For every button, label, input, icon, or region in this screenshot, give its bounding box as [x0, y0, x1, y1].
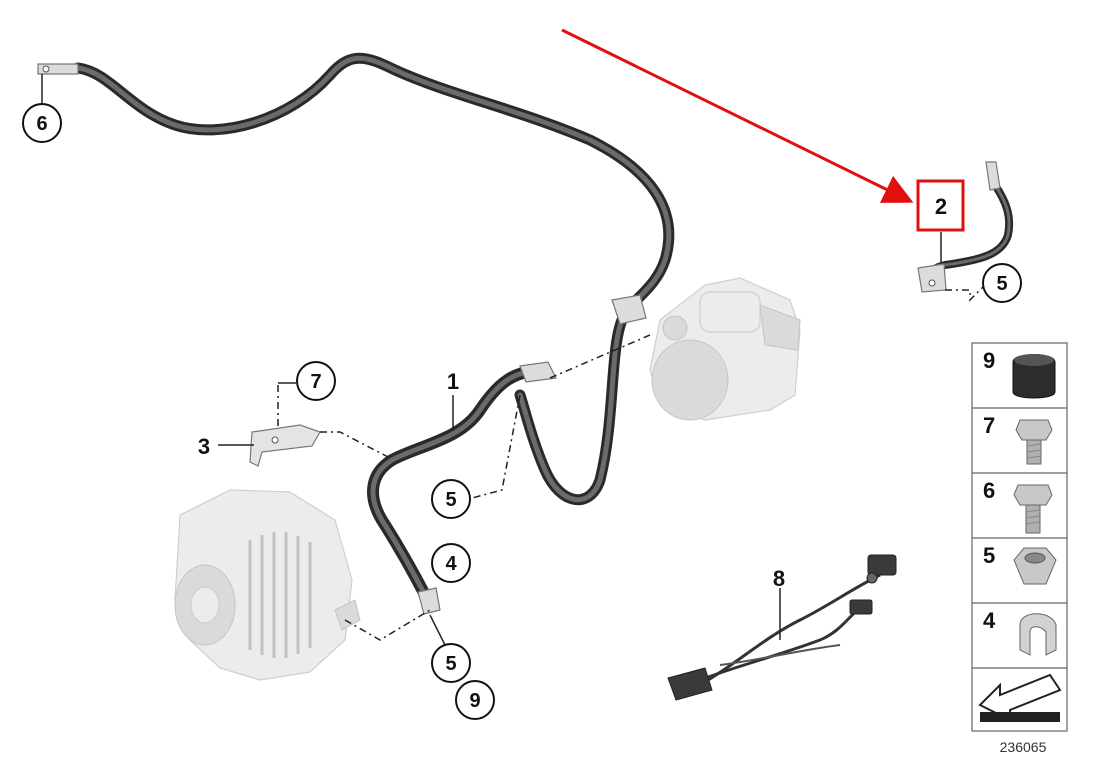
bolt-icon: [1015, 419, 1053, 465]
legend-num-7: 7: [983, 413, 995, 438]
callout-2: 2: [935, 194, 947, 219]
svg-text:2: 2: [935, 194, 947, 219]
legend-num-9: 9: [983, 348, 995, 373]
callout-8: 8: [773, 566, 785, 591]
svg-text:1: 1: [447, 369, 459, 394]
svg-text:9: 9: [469, 690, 480, 712]
cap-icon: [1012, 354, 1056, 399]
diagram-number: 236065: [1000, 739, 1047, 755]
callout-5-bottom: 5: [431, 643, 471, 683]
svg-text:5: 5: [445, 489, 456, 511]
legend-num-6: 6: [983, 478, 995, 503]
legend-num-4: 4: [983, 608, 996, 633]
svg-text:5: 5: [996, 273, 1007, 295]
svg-text:4: 4: [445, 553, 457, 575]
starter-cable-1: [367, 294, 647, 615]
svg-text:8: 8: [773, 566, 785, 591]
battery-cable-6: [37, 52, 675, 506]
starter-motor: [649, 277, 801, 421]
bolt-icon: [1013, 484, 1053, 534]
hex-nut-icon: [1013, 547, 1057, 585]
alternator: [174, 489, 361, 681]
callout-1: 1: [447, 369, 459, 394]
parts-legend: 9 7 6 5 4: [971, 342, 1068, 732]
callout-9: 9: [455, 680, 495, 720]
highlight-box: [916, 179, 965, 232]
highlight-arrow: [561, 28, 914, 203]
leader-lines: [218, 232, 986, 646]
callout-7: 7: [296, 361, 336, 401]
callout-5-mid: 5: [431, 479, 471, 519]
svg-text:5: 5: [445, 653, 456, 675]
svg-text:7: 7: [310, 371, 321, 393]
legend-num-5: 5: [983, 543, 995, 568]
arrow-icon: [978, 673, 1062, 722]
svg-text:3: 3: [198, 434, 210, 459]
callout-3: 3: [198, 434, 210, 459]
wiring-harness-8: [667, 554, 897, 701]
callout-4: 4: [431, 543, 471, 583]
callout-6: 6: [22, 103, 62, 143]
svg-text:6: 6: [36, 113, 47, 135]
bracket-3: [249, 424, 321, 467]
ground-cable-2: [917, 161, 1014, 293]
clip-icon: [1019, 613, 1057, 656]
callout-5-right: 5: [982, 263, 1022, 303]
